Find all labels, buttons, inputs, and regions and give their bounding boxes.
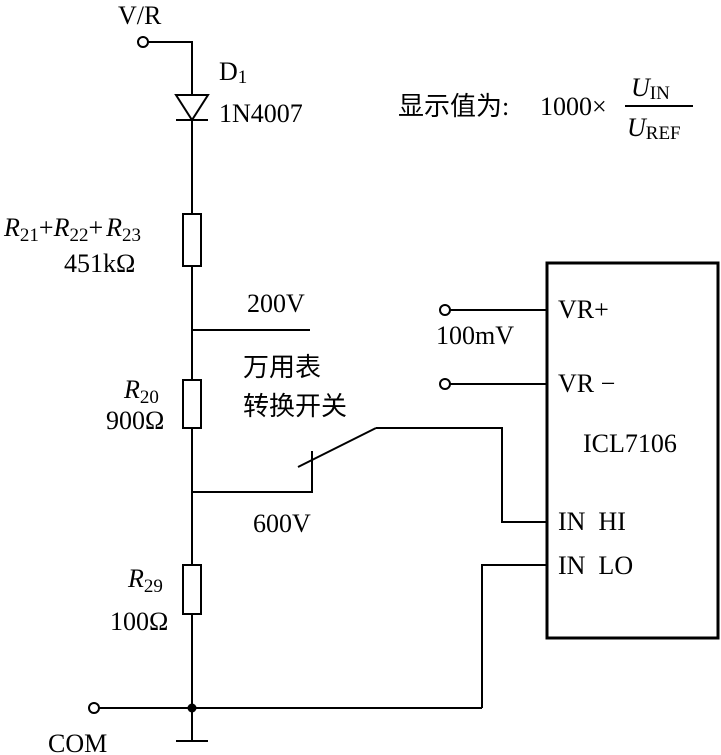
pin-vr-minus: VR − [558, 369, 615, 398]
r20-value: 900Ω [106, 406, 164, 435]
com-label: COM [48, 729, 107, 755]
chip-name: ICL7106 [583, 429, 677, 458]
formula-constant: 1000× [540, 92, 607, 121]
main-chain-wires [148, 41, 193, 740]
diode-designator: D1 [219, 57, 247, 88]
formula-numerator: UIN [631, 73, 670, 104]
switch-label-line1: 万用表 [243, 353, 321, 382]
resistor-r20 [182, 379, 202, 429]
r29-designator: R29 [127, 564, 163, 597]
vr-input-label: V/R [118, 1, 162, 30]
switch-blade [297, 427, 377, 468]
pin-in-lo: IN LO [558, 551, 633, 580]
in-hi-wire [376, 427, 547, 523]
com-junction-dot [187, 703, 197, 713]
vr-input-terminal [137, 36, 149, 48]
com-terminal [88, 702, 100, 714]
formula-denominator: UREF [627, 113, 681, 144]
resistor-r29 [182, 564, 202, 615]
tap-600v-wire [192, 451, 313, 493]
ref-voltage-label: 100mV [436, 321, 514, 350]
resistor-chain-value: 451kΩ [64, 249, 135, 278]
r20-designator: R20 [123, 375, 159, 408]
vr-minus-terminal [439, 378, 451, 390]
vr-plus-terminal [439, 304, 451, 316]
resistor-chain-designator: R21+R22+R23 [3, 213, 141, 246]
pin-vr-plus: VR+ [558, 295, 609, 324]
pin-in-hi: IN HI [558, 507, 626, 536]
diode-d1-symbol [174, 94, 210, 122]
resistor-r21-r23 [182, 213, 202, 267]
tap-600v-label: 600V [253, 509, 311, 538]
tap-200v-label: 200V [247, 289, 305, 318]
switch-label-line2: 转换开关 [243, 392, 347, 421]
display-formula: 显示值为: 1000× UIN UREF [398, 73, 693, 144]
r29-value: 100Ω [110, 607, 168, 636]
com-line [99, 564, 547, 709]
diode-part-number: 1N4007 [219, 99, 303, 128]
formula-prefix: 显示值为: [398, 92, 509, 121]
icl7106-chip [545, 261, 720, 640]
